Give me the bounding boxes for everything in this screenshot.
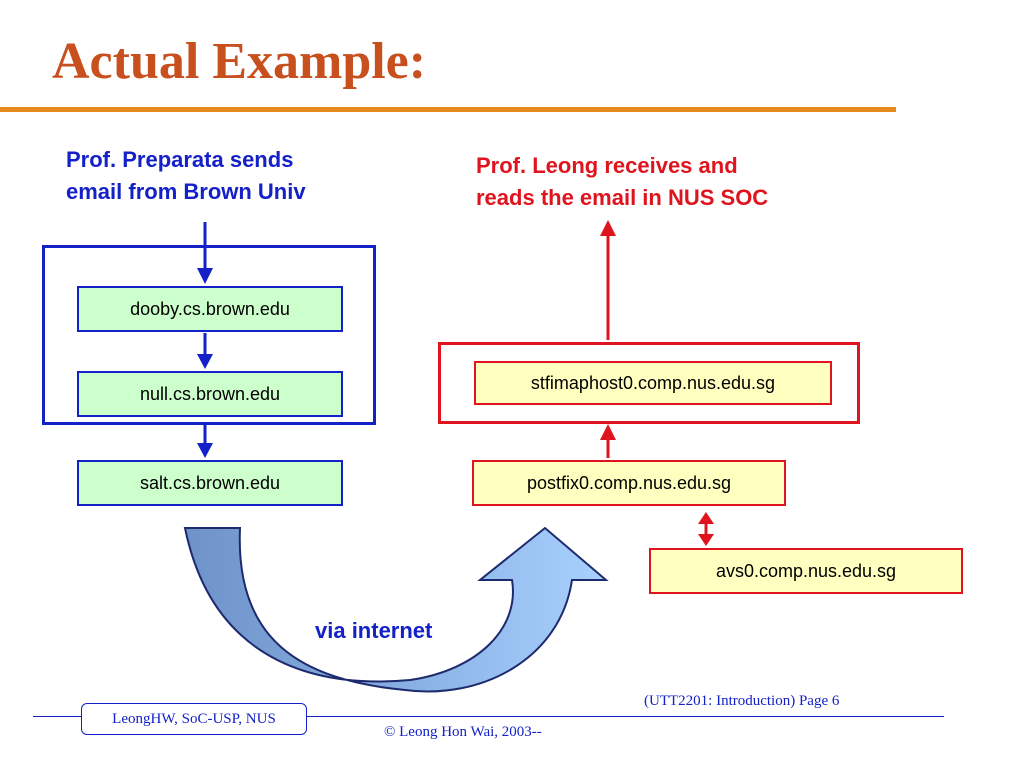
host-avs0: avs0.comp.nus.edu.sg bbox=[649, 548, 963, 594]
title-divider bbox=[0, 107, 896, 112]
arrow-null-to-salt bbox=[197, 425, 213, 458]
footer-rule-left bbox=[33, 716, 81, 717]
host-null: null.cs.brown.edu bbox=[77, 371, 343, 417]
host-stfimaphost0: stfimaphost0.comp.nus.edu.sg bbox=[474, 361, 832, 405]
sender-caption-line-1: Prof. Preparata sends bbox=[66, 147, 294, 172]
arrow-postfix-to-stfimap bbox=[600, 424, 616, 458]
slide-title: Actual Example: bbox=[52, 33, 427, 90]
brown-university-network-frame bbox=[42, 245, 376, 425]
receiver-caption-line-2: reads the email in NUS SOC bbox=[476, 185, 769, 210]
nus-soc-network-frame bbox=[438, 342, 860, 424]
footer-page-number: (UTT2201: Introduction) Page 6 bbox=[644, 693, 840, 709]
receiver-caption: Prof. Leong receives and reads the email… bbox=[476, 150, 768, 214]
host-salt: salt.cs.brown.edu bbox=[77, 460, 343, 506]
footer-rule-right bbox=[307, 716, 944, 717]
host-dooby: dooby.cs.brown.edu bbox=[77, 286, 343, 332]
via-internet-label: via internet bbox=[315, 618, 433, 643]
arrow-to-receiver bbox=[600, 220, 616, 340]
arrow-dooby-to-null bbox=[197, 333, 213, 369]
arrow-postfix-avs-bidirectional bbox=[698, 512, 714, 546]
internet-transfer-arrow bbox=[183, 526, 609, 693]
receiver-caption-line-1: Prof. Leong receives and bbox=[476, 153, 738, 178]
sender-caption-line-2: email from Brown Univ bbox=[66, 179, 306, 204]
sender-caption: Prof. Preparata sends email from Brown U… bbox=[66, 144, 306, 208]
footer-author: LeongHW, SoC-USP, NUS bbox=[81, 703, 307, 735]
host-postfix0: postfix0.comp.nus.edu.sg bbox=[472, 460, 786, 506]
footer-copyright: © Leong Hon Wai, 2003-- bbox=[384, 724, 542, 740]
